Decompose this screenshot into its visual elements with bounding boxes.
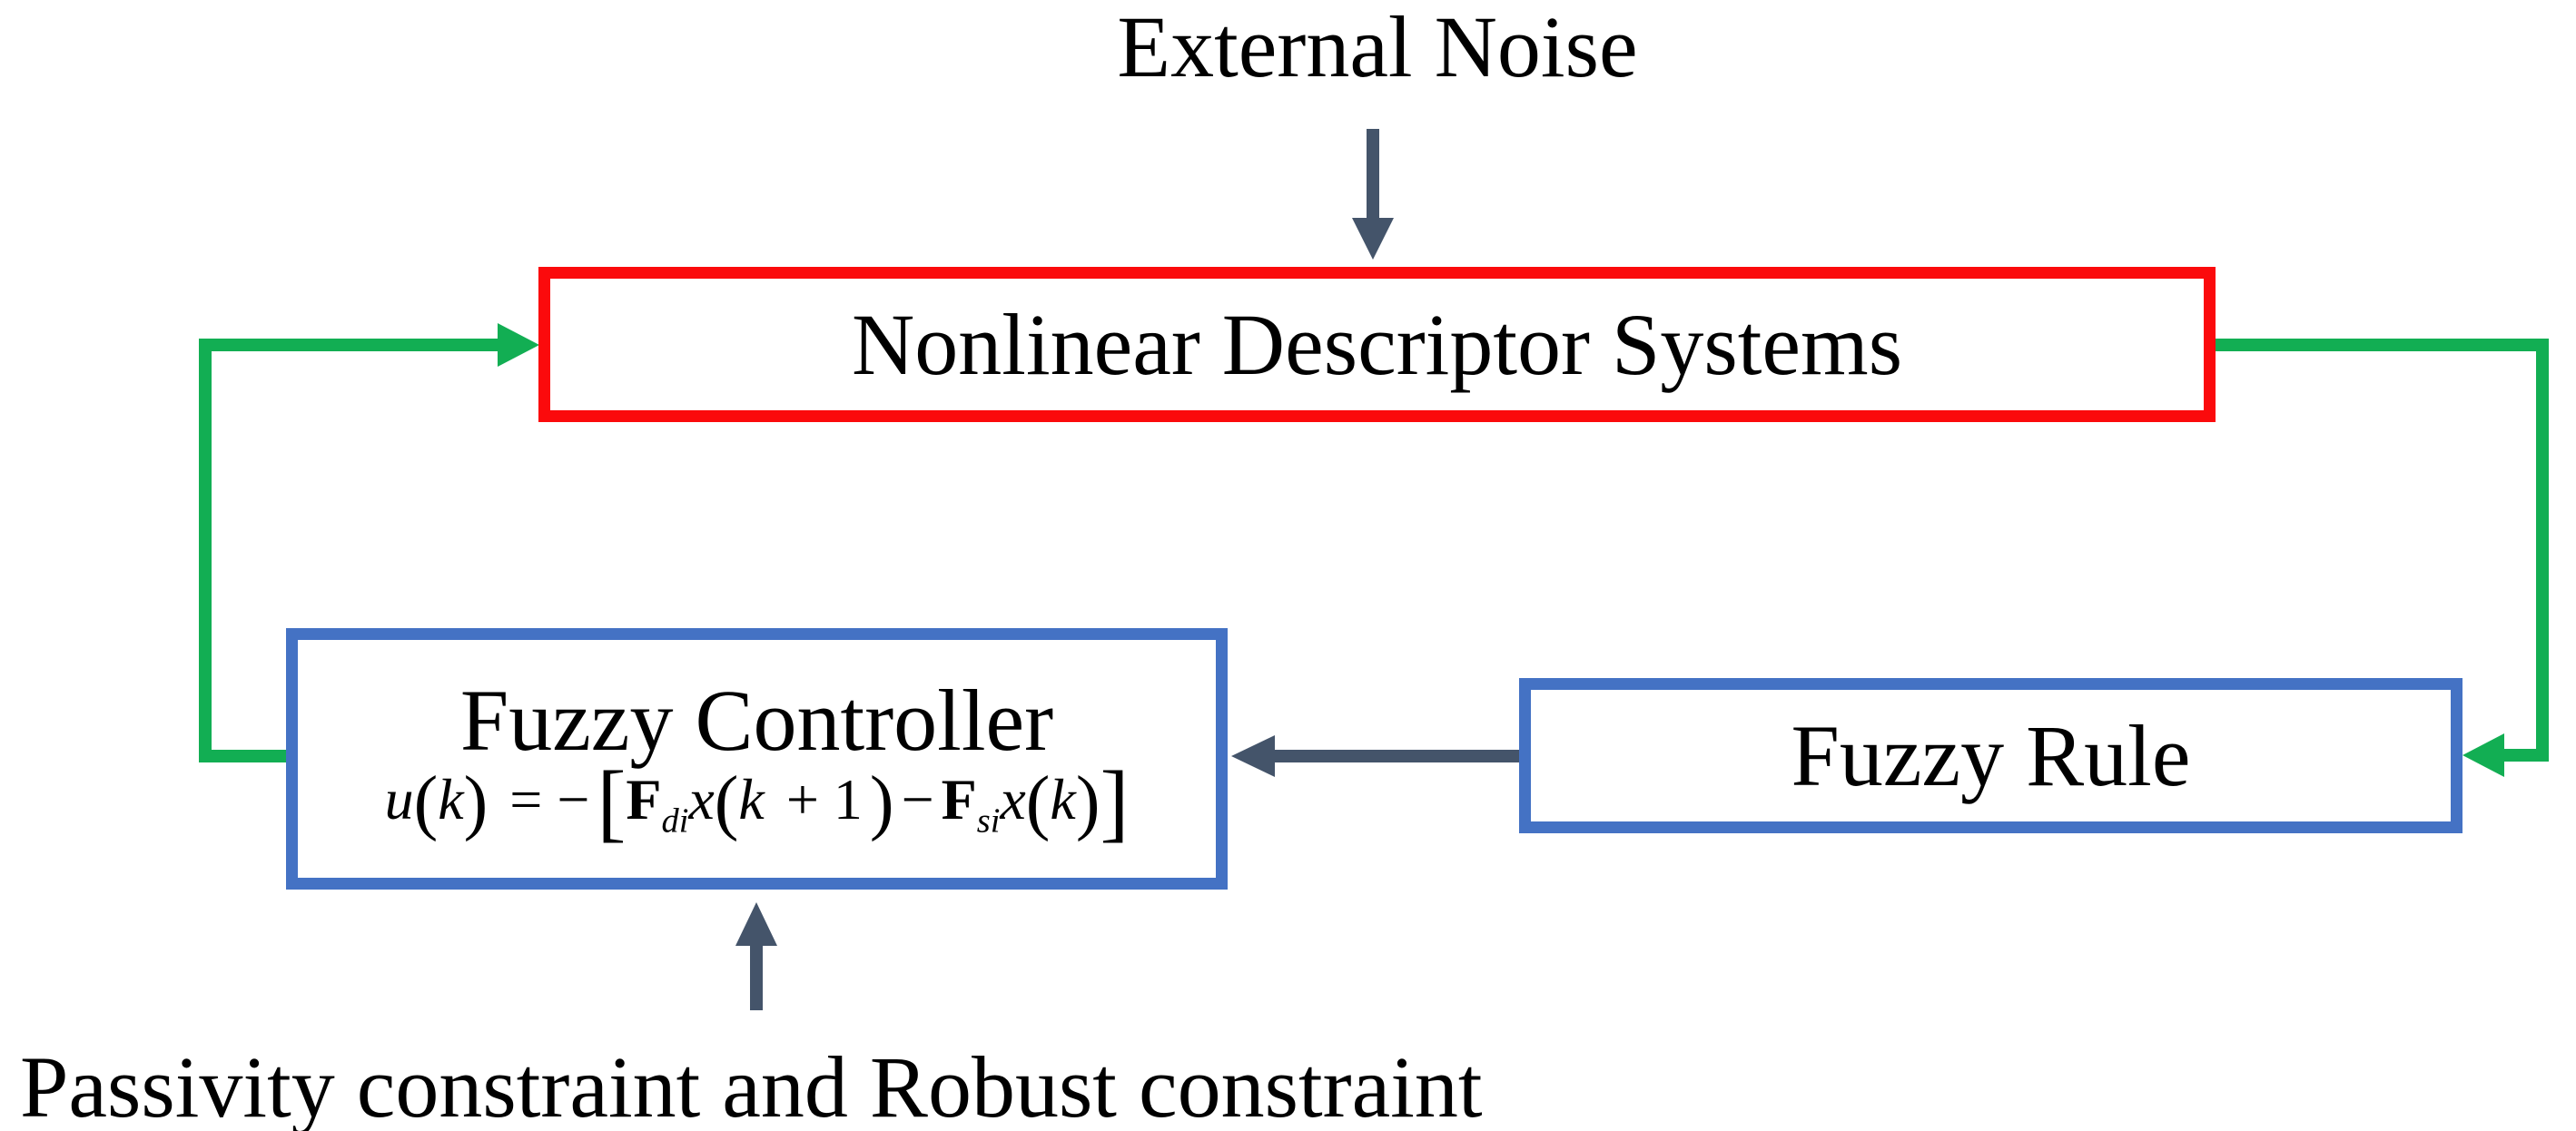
constraint-arrow — [735, 902, 777, 1010]
formula-token: u — [384, 767, 414, 832]
controller-formula: u(k) = −[Fdix(k + 1)−Fsix(k)] — [384, 758, 1130, 845]
formula-token: + 1 — [771, 767, 863, 832]
plant-box-label: Nonlinear Descriptor Systems — [851, 295, 1903, 393]
rule-to-controller-arrow — [1231, 735, 1524, 777]
formula-token: F — [941, 767, 977, 832]
external-noise-label: External Noise — [1117, 0, 1638, 95]
fuzzy-controller-box: Fuzzy Controller u(k) = −[Fdix(k + 1)−Fs… — [286, 628, 1228, 890]
fuzzy-rule-box: Fuzzy Rule — [1519, 678, 2462, 833]
formula-token: ( — [1025, 762, 1051, 843]
controller-title: Fuzzy Controller — [459, 672, 1054, 770]
rule-box-label: Fuzzy Rule — [1791, 706, 2191, 804]
formula-token: x — [688, 767, 715, 832]
formula-token: si — [976, 802, 1001, 841]
formula-token: [ — [597, 752, 627, 851]
constraint-caption: Passivity constraint and Robust constrai… — [20, 1038, 1483, 1131]
external-noise-arrow — [1352, 129, 1394, 260]
formula-token: k — [1050, 767, 1076, 832]
formula-token: = − — [495, 767, 590, 832]
plant-to-rule-feedback-connector — [2214, 339, 2549, 777]
formula-token: ) — [1075, 762, 1100, 843]
formula-token: ( — [413, 762, 439, 843]
formula-token: − — [901, 767, 934, 832]
controller-to-plant-feedback-connector — [199, 323, 539, 762]
formula-token: ( — [714, 762, 739, 843]
formula-token: F — [626, 767, 662, 832]
formula-token: ] — [1100, 752, 1130, 851]
formula-token: k — [738, 767, 765, 832]
formula-token: ) — [463, 762, 489, 843]
formula-token: ) — [869, 762, 894, 843]
formula-token: k — [438, 767, 464, 832]
formula-token: di — [661, 802, 689, 841]
formula-token: x — [1000, 767, 1026, 832]
nonlinear-descriptor-systems-box: Nonlinear Descriptor Systems — [538, 267, 2216, 422]
